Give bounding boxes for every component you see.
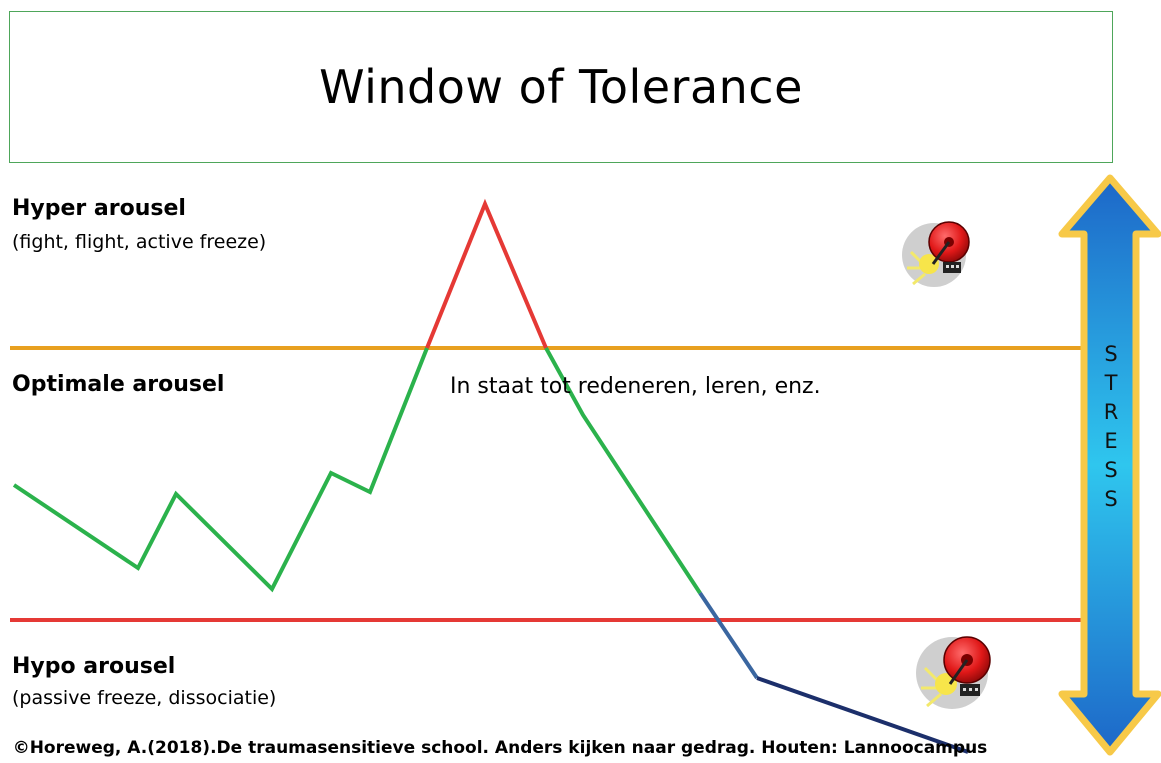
stress-letter: R [1103,400,1119,424]
stress-letter: S [1104,487,1118,511]
stress-label: S T R E S S [1097,340,1125,514]
alarm-bell-icon [902,221,970,287]
arousal-line-optimal-start [12,347,429,593]
stress-letter: S [1104,458,1118,482]
hypo-arousal-label: Hypo arousel [12,654,176,679]
hypo-arousal-description: (passive freeze, dissociatie) [12,687,277,709]
hyper-arousal-label: Hyper arousel [12,196,186,221]
hyper-arousal-description: (fight, flight, active freeze) [12,231,267,253]
arousal-line-hypo-transition [698,591,759,680]
stress-letter: E [1104,429,1118,453]
stress-arrow [1058,174,1161,756]
arousal-line-hypo [756,676,969,754]
page-title: Window of Tolerance [319,60,803,114]
optimal-arousal-note: In staat tot redeneren, leren, enz. [450,374,821,399]
arousal-line-hyper [425,198,548,349]
stress-letter: T [1104,371,1118,395]
alarm-bell-icon [916,636,991,709]
optimal-arousal-label: Optimale arousel [12,372,225,397]
stress-letter: S [1104,342,1118,366]
arousal-line-optimal-end [544,347,702,595]
source-credit: ©Horeweg, A.(2018).De traumasensitieve s… [12,738,988,758]
title-box: Window of Tolerance [9,11,1113,163]
